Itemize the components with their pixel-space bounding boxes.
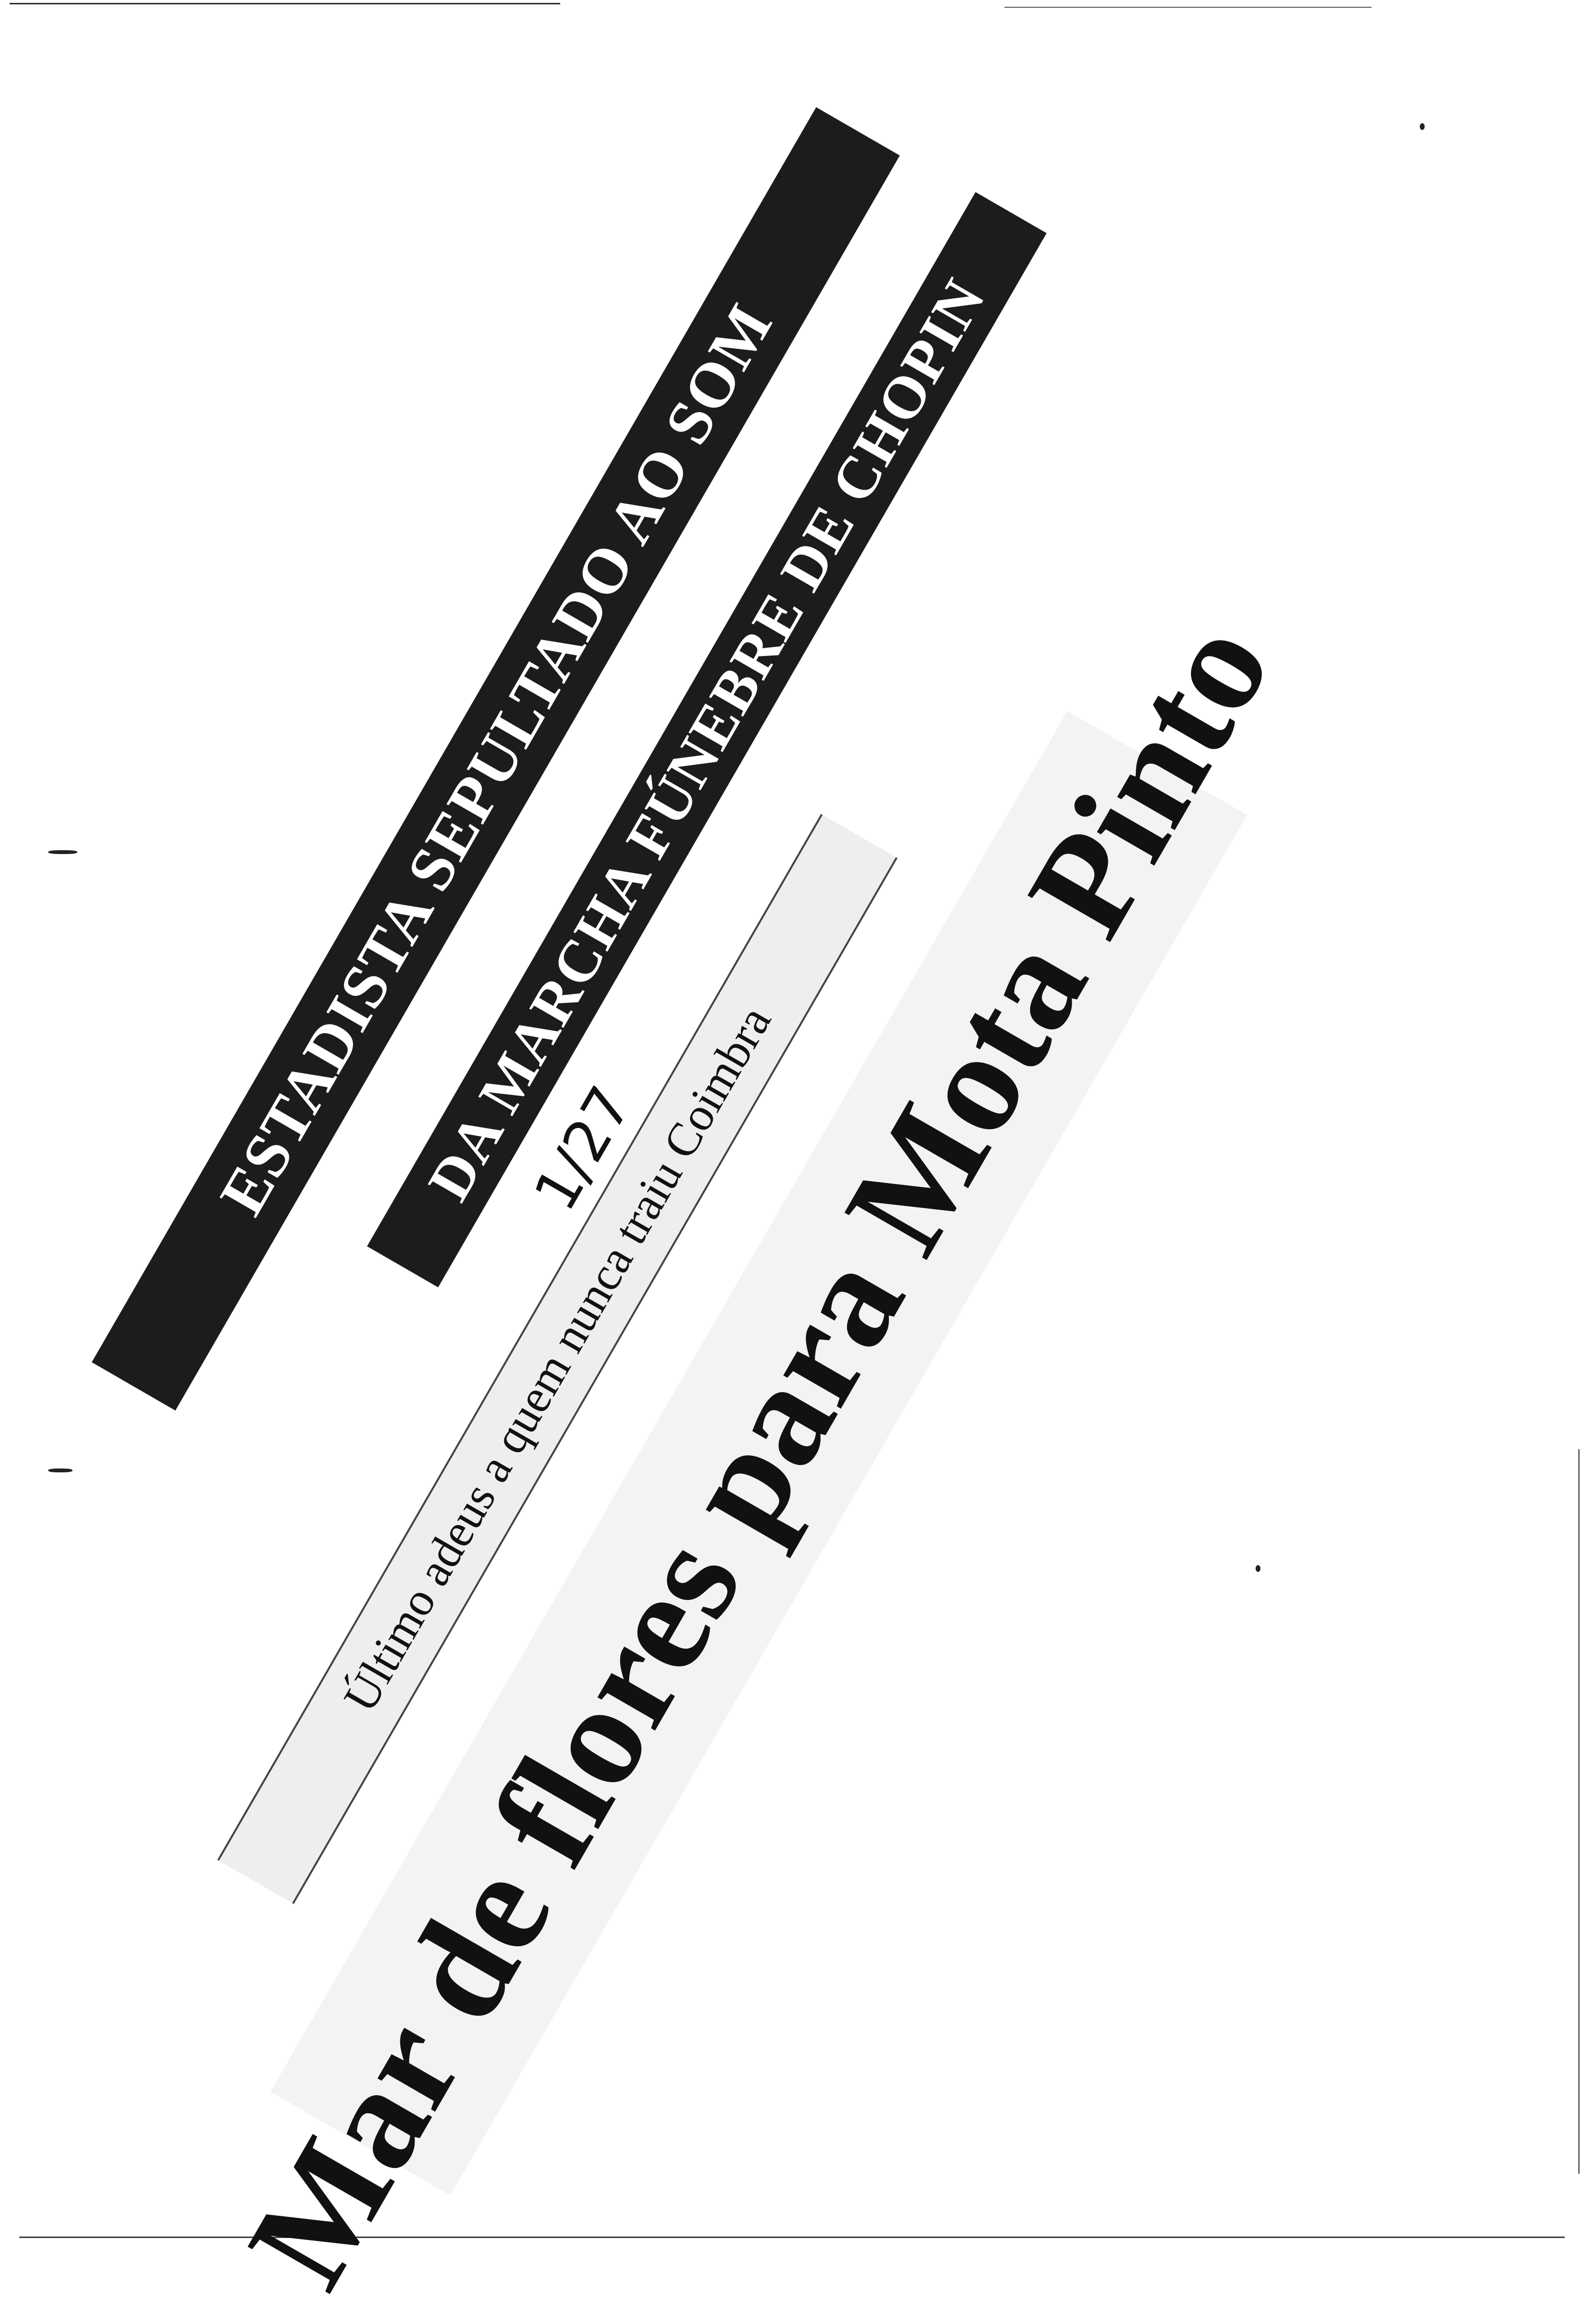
- scan-bottom-edge: [19, 2237, 1565, 2238]
- main-headline-text: Mar de flores para Mota Pinto: [216, 594, 1301, 2312]
- scan-speck: [1420, 123, 1425, 130]
- scan-speck: [48, 1469, 72, 1472]
- scan-top-edge-secondary: [1004, 7, 1372, 8]
- scan-speck: [1256, 1565, 1260, 1572]
- newspaper-clipping: ESTADISTA SEPULTADO AO SOM DA MARCHA FÚN…: [92, 107, 1301, 2312]
- scan-speck: [48, 850, 77, 854]
- scan-right-edge: [1578, 1449, 1580, 2174]
- scan-top-edge: [10, 3, 560, 4]
